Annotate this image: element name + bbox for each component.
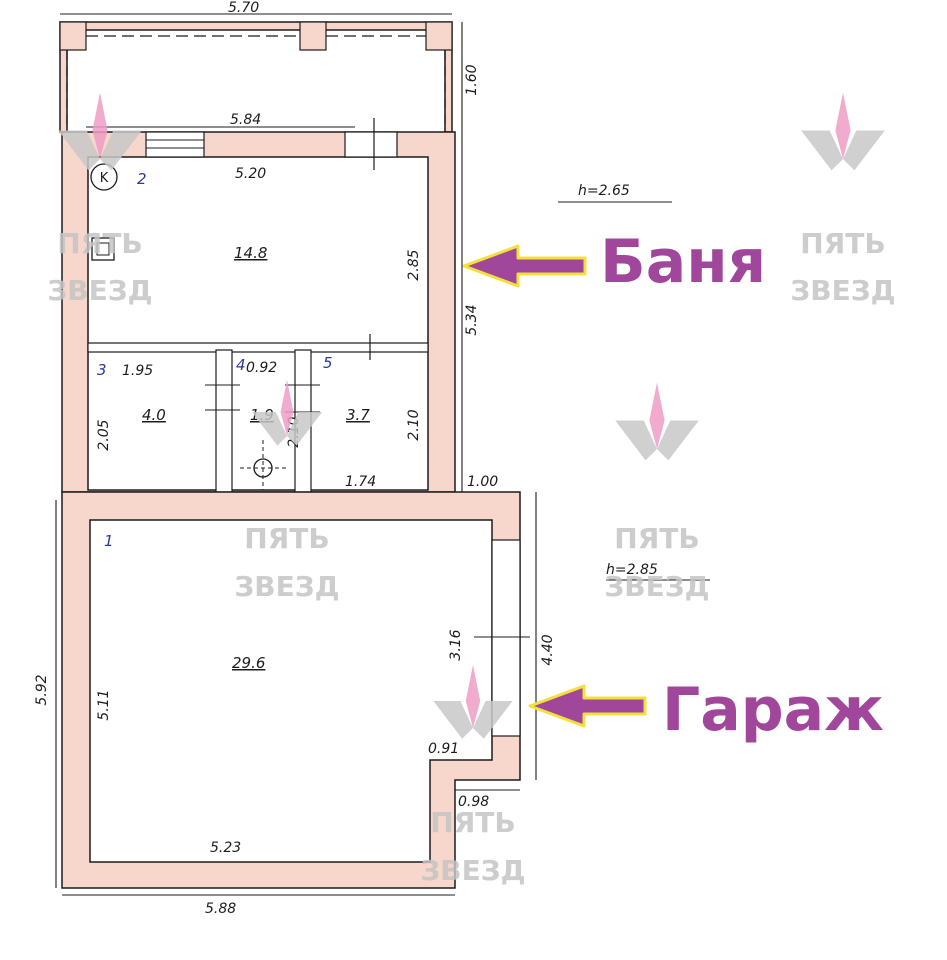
dim-garage-gate-width: 3.16: [448, 629, 464, 660]
stove-marker: K: [90, 163, 118, 191]
watermark-line1: ПЯТЬ: [244, 522, 329, 555]
dim-porch-depth: 1.60: [464, 64, 480, 95]
bath-label: Баня: [600, 227, 766, 297]
watermark-logo: ПЯТЬ ЗВЕЗД: [790, 92, 896, 307]
room-area-2: 14.8: [234, 244, 267, 262]
room-area-1: 29.6: [232, 654, 265, 672]
stove-fixture: [91, 237, 115, 261]
room-number-4: 4: [236, 356, 246, 374]
garage-arrow: [528, 684, 647, 728]
dimension-lines: [55, 13, 710, 896]
dim-room5-width: 1.74: [345, 474, 376, 490]
dim-bath-outer-length: 5.34: [464, 304, 480, 335]
watermark-line2: ЗВЕЗД: [604, 570, 709, 603]
room-number-3: 3: [97, 361, 107, 379]
room-number-1: 1: [104, 532, 114, 550]
dim-garage-inner-width: 5.23: [210, 840, 241, 856]
dim-room3-width: 1.95: [122, 363, 153, 379]
room-number-2: 2: [137, 170, 147, 188]
dim-garage-notch-width: 0.91: [428, 741, 459, 757]
dim-room3-height: 2.05: [96, 419, 112, 450]
watermark-logo: ПЯТЬ ЗВЕЗД: [604, 382, 710, 603]
watermark-logo: ПЯТЬ ЗВЕЗД: [420, 665, 526, 887]
dim-room4-width: 0.92: [246, 360, 277, 376]
garage-label: Гараж: [662, 675, 884, 745]
ceiling-height-garage: h=2.85: [606, 562, 658, 578]
watermark-line2: ЗВЕЗД: [420, 854, 525, 887]
watermark-line2: ЗВЕЗД: [47, 274, 152, 307]
dim-garage-inner-height: 5.11: [96, 689, 112, 720]
room-area-5: 3.7: [346, 406, 370, 424]
dim-offset-step: 1.00: [467, 474, 498, 490]
watermark-line2: ЗВЕЗД: [790, 274, 895, 307]
walls: [59, 21, 530, 889]
room-labels: 2 14.8 3 4.0 4 1.9 5 3.7 1 29.6: [97, 170, 370, 672]
drain-fixture: [240, 440, 286, 490]
dim-garage-notch-outer: 0.98: [458, 794, 489, 810]
watermark-line1: ПЯТЬ: [800, 227, 885, 260]
watermark-line2: ЗВЕЗД: [234, 570, 339, 603]
dim-garage-outer-height: 5.92: [34, 674, 50, 705]
watermarks: ПЯТЬ ЗВЕЗД ПЯТЬ ЗВЕЗД ПЯТЬ ЗВЕЗД ПЯТЬ ЗВ…: [47, 92, 896, 887]
dim-bath-outer-width: 5.84: [230, 112, 261, 128]
room-number-5: 5: [323, 354, 333, 372]
bath-arrow: [462, 244, 587, 288]
stove-letter: K: [100, 171, 109, 186]
watermark-line1: ПЯТЬ: [430, 806, 515, 839]
watermark-line1: ПЯТЬ: [614, 522, 699, 555]
ceiling-height-bath: h=2.65: [578, 183, 630, 199]
watermark-logo: ПЯТЬ ЗВЕЗД: [47, 92, 153, 307]
dim-porch-width: 5.70: [228, 0, 259, 16]
room-area-3: 4.0: [142, 406, 166, 424]
dim-room5-height: 2.10: [406, 409, 422, 440]
dim-garage-outer-width: 5.88: [205, 901, 236, 917]
dim-room2-height: 2.85: [406, 249, 422, 280]
watermark-line1: ПЯТЬ: [57, 227, 142, 260]
dim-garage-right-outer: 4.40: [540, 634, 556, 665]
watermark-logo: ПЯТЬ ЗВЕЗД: [234, 380, 340, 603]
dim-bath-inner-width: 5.20: [235, 166, 266, 182]
